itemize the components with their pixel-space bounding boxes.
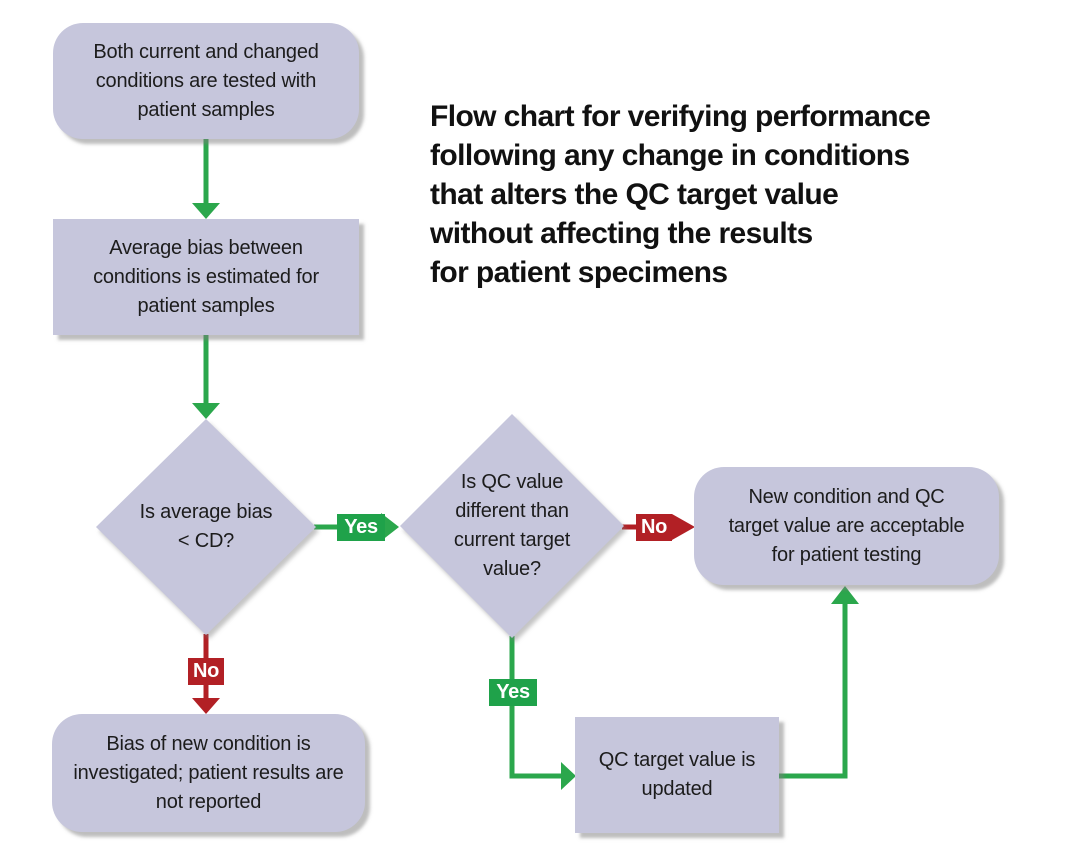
node-tested: Both current and changed conditions are … <box>53 23 359 139</box>
arrow-qc-no-head <box>672 514 695 540</box>
node-updated: QC target value is updated <box>575 717 779 833</box>
decision-diamond-qc-value <box>400 414 624 638</box>
decision-qc-value-label: Is QC value different than current targe… <box>453 471 571 580</box>
badge-avg-bias-no: No <box>188 658 224 685</box>
node-investigated: Bias of new condition is investigated; p… <box>52 714 365 832</box>
arrow-avg-no-head <box>192 698 220 714</box>
badge-qc-value-no: No <box>636 514 672 541</box>
decision-average-bias-label: Is average bias < CD? <box>139 501 273 552</box>
chart-title: Flow chart for verifying performance fol… <box>430 100 931 289</box>
decision-diamond-average-bias <box>96 419 316 635</box>
node-bias-estimated: Average bias between conditions is estim… <box>53 219 359 335</box>
arrow-bias-to-decision-head <box>192 403 220 419</box>
arrow-avg-yes-head <box>381 513 399 541</box>
arrow-updated-to-acceptable-line <box>779 602 848 779</box>
badge-qc-value-yes: Yes <box>489 679 537 706</box>
arrow-tested-to-bias-head <box>192 203 220 219</box>
node-acceptable: New condition and QC target value are ac… <box>694 467 999 585</box>
arrow-updated-to-acceptable-head <box>831 586 859 604</box>
badge-avg-bias-yes: Yes <box>337 514 385 541</box>
arrow-qc-yes-line <box>509 636 563 779</box>
arrow-qc-yes-head <box>561 762 576 790</box>
